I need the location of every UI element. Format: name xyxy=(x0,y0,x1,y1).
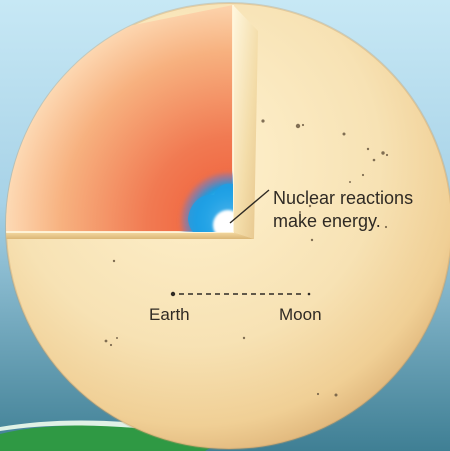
moon-dot xyxy=(307,292,311,296)
vertical-cut-face xyxy=(233,5,258,239)
core xyxy=(181,173,233,232)
earth-dot xyxy=(170,291,176,297)
horizontal-cut-face xyxy=(6,232,254,239)
callout-line-2: make energy. xyxy=(273,210,381,231)
lower-white-strip xyxy=(0,420,218,437)
sunspots xyxy=(104,119,389,397)
callout-leader xyxy=(229,189,270,224)
moon-label: Moon xyxy=(279,305,322,324)
earth-label: Earth xyxy=(149,305,190,324)
core-callout: Nuclear reactions make energy. xyxy=(273,187,413,232)
earth-moon-scale xyxy=(170,291,311,297)
callout-line-1: Nuclear reactions xyxy=(273,188,414,208)
